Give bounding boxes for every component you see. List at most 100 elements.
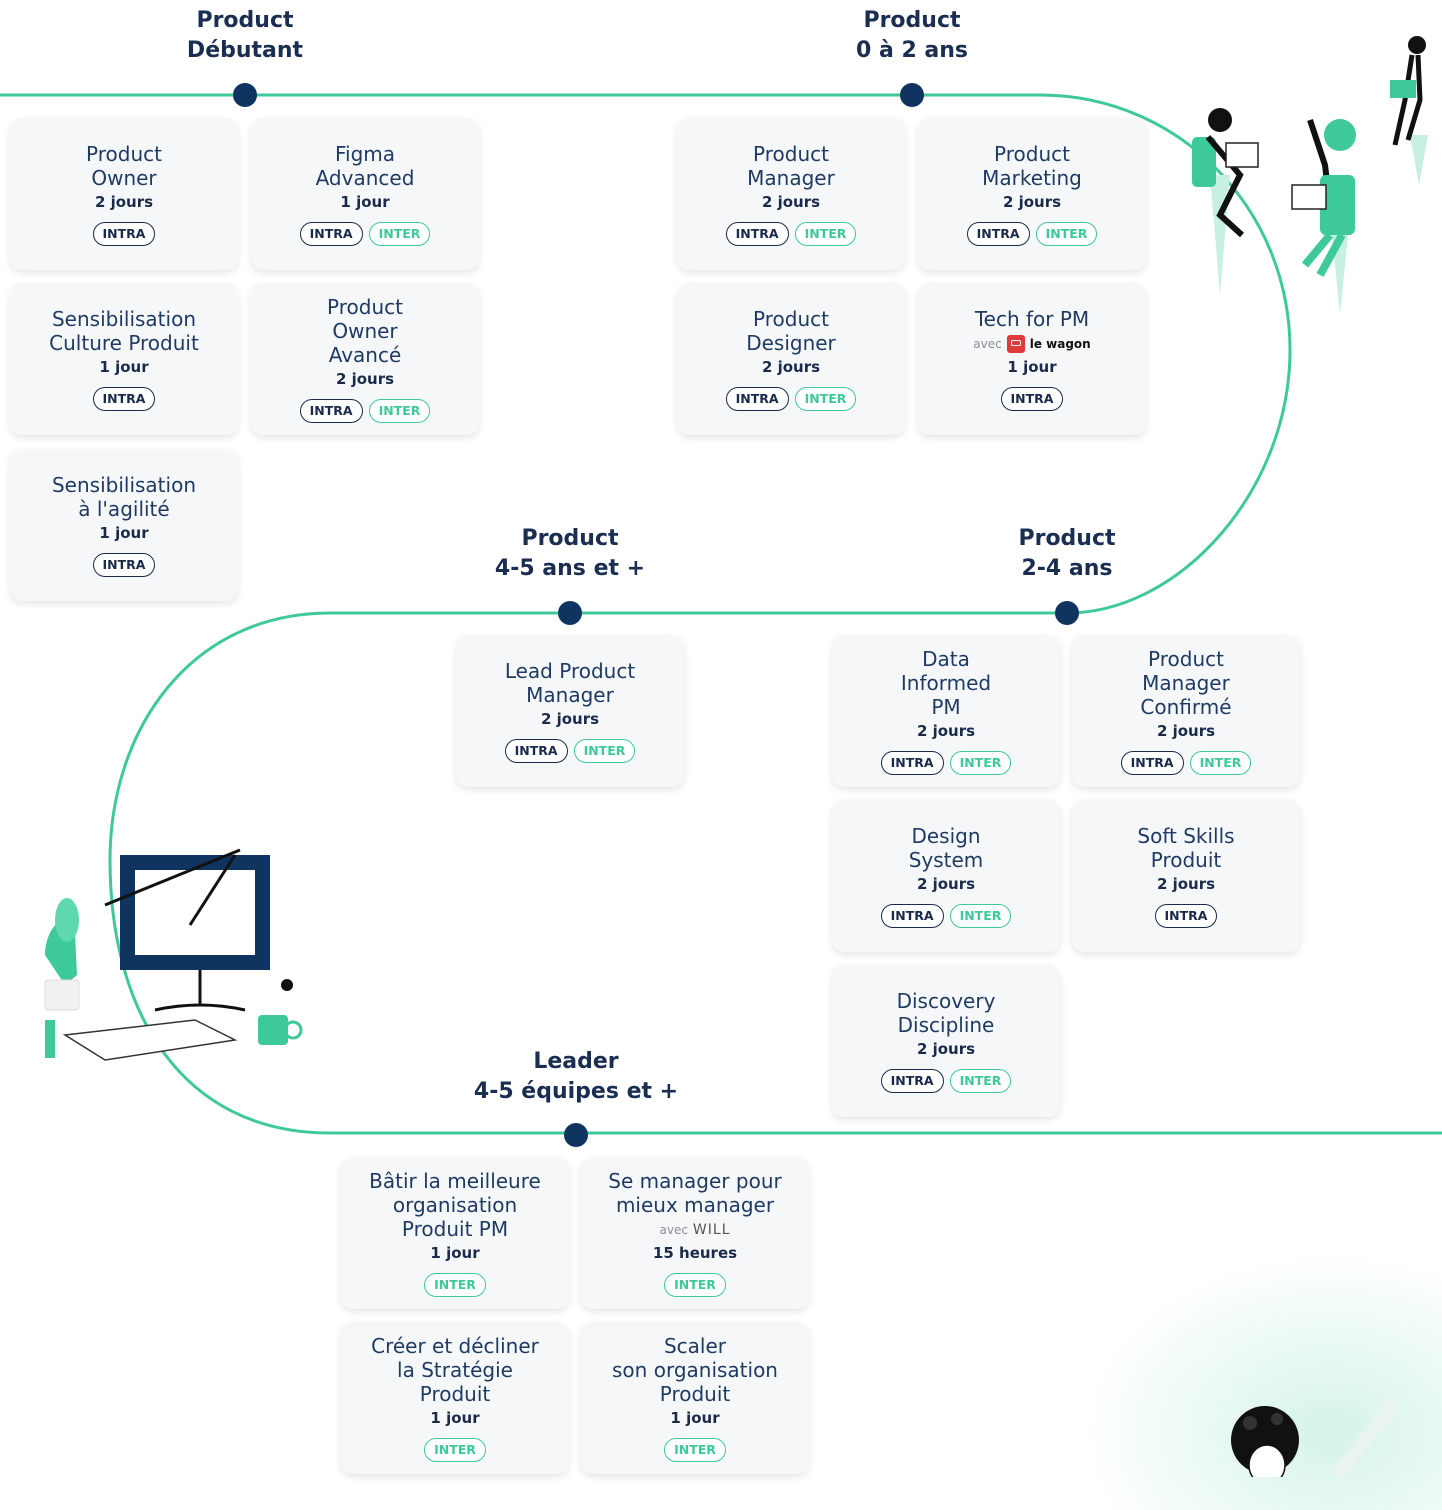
lewagon-label: le wagon: [1029, 337, 1091, 351]
inter-badge[interactable]: INTER: [1189, 751, 1252, 775]
inter-badge[interactable]: INTER: [573, 739, 636, 763]
format-badges: INTER: [664, 1273, 726, 1297]
inter-badge[interactable]: INTER: [664, 1438, 726, 1462]
course-title: Product Manager Confirmé: [1140, 647, 1232, 719]
inter-badge[interactable]: INTER: [424, 1438, 486, 1462]
stage-dot-0-2: [900, 83, 924, 107]
intra-badge[interactable]: INTRA: [299, 399, 363, 423]
course-duration: 2 jours: [94, 193, 154, 211]
intra-badge[interactable]: INTRA: [504, 739, 568, 763]
course-duration: 2 jours: [1156, 875, 1216, 893]
course-title: Design System: [908, 824, 984, 872]
format-badges: INTER: [424, 1273, 486, 1297]
lewagon-logo-icon: [1006, 335, 1025, 353]
format-badges: INTRA: [92, 553, 156, 577]
course-duration: 2 jours: [761, 358, 821, 376]
course-duration: 2 jours: [916, 875, 976, 893]
intra-badge[interactable]: INTRA: [1154, 904, 1218, 928]
intra-badge[interactable]: INTRA: [880, 1069, 944, 1093]
format-badges: INTRA: [92, 222, 156, 246]
stage-dot-2-4: [1055, 601, 1079, 625]
intra-badge[interactable]: INTRA: [880, 751, 944, 775]
inter-badge[interactable]: INTER: [664, 1273, 726, 1297]
intra-badge[interactable]: INTRA: [725, 387, 789, 411]
avec-label: avec: [659, 1223, 688, 1237]
inter-badge[interactable]: INTER: [949, 904, 1012, 928]
intra-badge[interactable]: INTRA: [1120, 751, 1184, 775]
stage-dot-leader: [564, 1123, 588, 1147]
course-title: Tech for PM: [974, 307, 1090, 331]
course-title: Soft Skills Produit: [1137, 824, 1235, 872]
will-logo: WILL: [692, 1222, 731, 1238]
course-duration: 1 jour: [430, 1409, 480, 1427]
course-duration: 2 jours: [761, 193, 821, 211]
format-badges: INTRA: [1000, 387, 1064, 411]
intra-badge[interactable]: INTRA: [92, 222, 156, 246]
course-duration: 1 jour: [99, 358, 149, 376]
course-duration: 2 jours: [916, 1040, 976, 1058]
intra-badge[interactable]: INTRA: [966, 222, 1030, 246]
intra-badge[interactable]: INTRA: [1000, 387, 1064, 411]
intra-badge[interactable]: INTRA: [725, 222, 789, 246]
intra-badge[interactable]: INTRA: [299, 222, 363, 246]
course-title: Bâtir la meilleure organisation Produit …: [369, 1169, 541, 1241]
inter-badge[interactable]: INTER: [949, 1069, 1012, 1093]
course-duration: 2 jours: [540, 710, 600, 728]
inter-badge[interactable]: INTER: [794, 387, 857, 411]
course-duration: 1 jour: [99, 524, 149, 542]
inter-badge[interactable]: INTER: [424, 1273, 486, 1297]
intra-badge[interactable]: INTRA: [880, 904, 944, 928]
inter-badge[interactable]: INTER: [368, 222, 431, 246]
inter-badge[interactable]: INTER: [368, 399, 431, 423]
inter-badge[interactable]: INTER: [1035, 222, 1098, 246]
course-title: Scaler son organisation Produit: [612, 1334, 778, 1406]
computer-desk-illustration: [44, 848, 303, 1061]
intra-badge[interactable]: INTRA: [92, 553, 156, 577]
course-card-se-manager-pour-mieux-manager[interactable]: Se manager pour mieux manager avec WILL 15 …: [581, 1157, 809, 1309]
course-card-batir-organisation-produit[interactable]: Bâtir la meilleure organisation Produit …: [341, 1157, 569, 1309]
learning-path-track: [0, 83, 1442, 1147]
waving-person-illustration: [1231, 1396, 1400, 1477]
course-duration: 2 jours: [1002, 193, 1062, 211]
course-title: Product Owner: [86, 142, 162, 190]
stage-dot-debutant: [233, 83, 257, 107]
course-title: Figma Advanced: [315, 142, 415, 190]
intra-badge[interactable]: INTRA: [92, 387, 156, 411]
inter-badge[interactable]: INTER: [949, 751, 1012, 775]
course-title: Se manager pour mieux manager: [608, 1169, 782, 1217]
format-badges: INTER: [664, 1438, 726, 1462]
course-duration: 1 jour: [340, 193, 390, 211]
course-title: Sensibilisation Culture Produit: [49, 307, 199, 355]
course-duration: 15 heures: [652, 1244, 738, 1262]
stage-dot-4-5: [558, 601, 582, 625]
course-title: Lead Product Manager: [504, 659, 636, 707]
people-with-laptops-illustration: [1192, 36, 1428, 315]
course-duration: 2 jours: [916, 722, 976, 740]
inter-badge[interactable]: INTER: [794, 222, 857, 246]
